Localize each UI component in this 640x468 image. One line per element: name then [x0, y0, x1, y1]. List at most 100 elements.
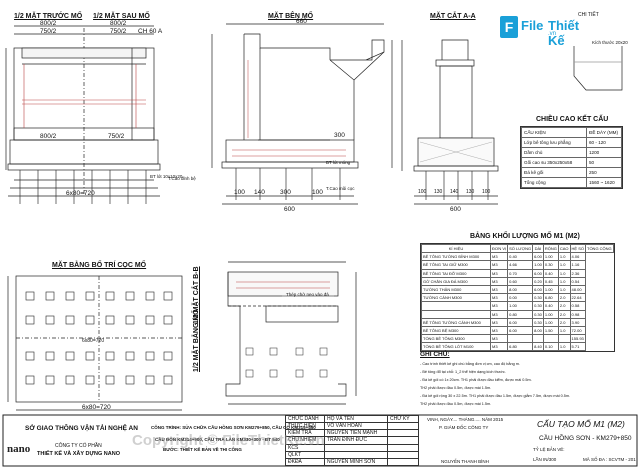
volume-cell	[421, 301, 491, 311]
name-0: HỌ VÀ TÊN	[324, 414, 388, 424]
volume-cell: 6.00	[532, 252, 544, 262]
aa-dim-1: 100	[418, 189, 427, 195]
volume-cell: 1.0	[557, 284, 571, 295]
front-top-dim-left: 800/2	[40, 20, 57, 27]
vt-h-qty: SỐ LƯỢNG	[507, 243, 534, 254]
volume-cell: 0.54	[569, 276, 587, 286]
note-line-1: - Cao trình thiết kế ghi chú bằng đơn vị…	[420, 362, 520, 366]
role-5: QLKT	[285, 450, 325, 459]
ht-head-2: ĐỀ DÀY (MM)	[586, 127, 622, 138]
front-pile-note: BT lót 10x10x20	[150, 174, 183, 179]
side-dim-2: 140	[254, 189, 265, 196]
volume-cell: M3	[489, 276, 509, 286]
volume-cell: TƯỜNG THÂN M300	[421, 284, 491, 295]
front-bottom-dim: 6x80=720	[66, 190, 95, 197]
volume-cell: 1.00	[507, 301, 534, 311]
volume-cell: 1.0	[557, 325, 571, 336]
name-6: NGUYỄN MINH SƠN	[324, 457, 388, 467]
volume-cell: 1.0	[557, 268, 571, 278]
volume-cell: M3	[489, 252, 509, 262]
role-6: ĐKĐA	[285, 457, 325, 467]
side-dim-1: 100	[234, 189, 245, 196]
volume-cell: 1.00	[542, 284, 559, 295]
role-0: CHỨC DANH	[285, 414, 325, 424]
front-callout: CH 60 A	[138, 28, 163, 35]
aa-dim-2: 130	[434, 189, 443, 195]
notes-block: GHI CHÚ: - Cao trình thiết kế ghi chú bằ…	[420, 350, 570, 408]
volume-cell: M3	[489, 284, 509, 295]
volume-cell: M3	[489, 260, 509, 270]
ht-r3-c2: 50	[586, 157, 622, 168]
volume-cell: M3	[489, 268, 509, 278]
volume-cell: 155.93	[569, 334, 587, 344]
volume-cell: 3.90	[569, 317, 587, 327]
volume-cell: 0.20	[532, 276, 544, 286]
ht-r4-c2: 250	[586, 167, 622, 178]
name-4	[324, 443, 388, 452]
side-level-lean: BT lót móng	[326, 160, 351, 165]
scale-label: TỶ LỆ BẢN VẼ:	[533, 447, 565, 452]
volume-cell: 4.66	[507, 260, 534, 270]
note-line-6: TH2 phải được đầu 0.5m, được mài 1.5m.	[420, 402, 492, 406]
volume-cell: 6.00	[507, 317, 534, 327]
role-1: THỰC HIỆN	[285, 422, 325, 431]
volume-cell: 1.50	[542, 325, 559, 336]
front-elevation	[5, 25, 161, 197]
ht-r2-c1: Dầm chủ	[521, 147, 587, 158]
side-elevation	[211, 23, 393, 205]
volume-cell: BÊ TÔNG TAI GIỮ M300	[421, 260, 491, 270]
volume-cell: M3	[489, 342, 509, 352]
ht-r4-c1: Đá kê gối	[521, 167, 587, 178]
volume-cell: 0.30	[532, 293, 544, 303]
volume-cell: BÊ TÔNG TƯỜNG CÁNH M300	[421, 317, 491, 327]
section-aa	[401, 39, 499, 205]
front-mid-dim-right: 750/2	[108, 133, 125, 140]
volume-cell: 0.98	[569, 309, 587, 319]
note-line-5: - Đá kê gối rộng 30 x 22.5m. TH1 phải đư…	[420, 394, 571, 398]
volume-cell: 72.00	[569, 325, 587, 336]
vt-h-wid: RỘNG	[542, 243, 559, 254]
aa-dim-3: 140	[450, 189, 459, 195]
vt-h-unit: ĐƠN VỊ	[489, 243, 509, 254]
volume-cell: M3	[489, 309, 509, 319]
volume-cell: 0.70	[507, 268, 534, 278]
volume-cell: M3	[489, 301, 509, 311]
volume-cell: 1.00	[542, 317, 559, 327]
volume-cell: 0.40	[542, 301, 559, 311]
vt-h-len: DÀI	[532, 243, 544, 254]
company-logo: nano	[7, 443, 31, 455]
volume-cell: 1.16	[569, 260, 587, 270]
volume-cell: 2.0	[557, 317, 571, 327]
volume-cell: 0.30	[532, 301, 544, 311]
note-line-2: - Bê tông đổ tại chỗ: 1_2 thể hiện dạng …	[420, 370, 506, 374]
aa-dim-4: 130	[466, 189, 475, 195]
plan-dim-bottom: 6x80=720	[82, 404, 111, 411]
volume-cell: 1.00	[532, 260, 544, 270]
project-line-2: CẦU ĐÔN KM314+900, CẦU TRÀ LÂN KM330+300…	[155, 437, 280, 442]
volume-cell: M3	[489, 293, 509, 303]
volume-cell: 0.45	[542, 276, 559, 286]
side-dim-3: 300	[280, 189, 291, 196]
volume-cell: BÊ TÔNG TƯỜNG ĐỈNH M300	[421, 252, 491, 262]
print-ratio: LẦN IN/300	[533, 457, 557, 462]
volume-cell: 22.64	[569, 293, 587, 303]
volume-cell: 0.40	[507, 252, 534, 262]
volume-cell	[542, 334, 559, 344]
detail-sketch	[573, 46, 623, 91]
volume-cell: 6.00	[507, 325, 534, 336]
volume-cell: TƯỜNG CÁNH M300	[421, 293, 491, 303]
plan-dim-top: 6x80=720	[82, 338, 105, 344]
ht-head-1: CẤU KIỆN	[521, 127, 587, 138]
volume-cell: 6.80	[542, 293, 559, 303]
volume-cell: M3	[489, 334, 509, 344]
volume-cell: 1.0	[557, 252, 571, 262]
sign-head: CHỮ KÝ	[387, 414, 419, 424]
company-line-2: THIẾT KẾ VÀ XÂY DỰNG NANO	[37, 451, 120, 457]
